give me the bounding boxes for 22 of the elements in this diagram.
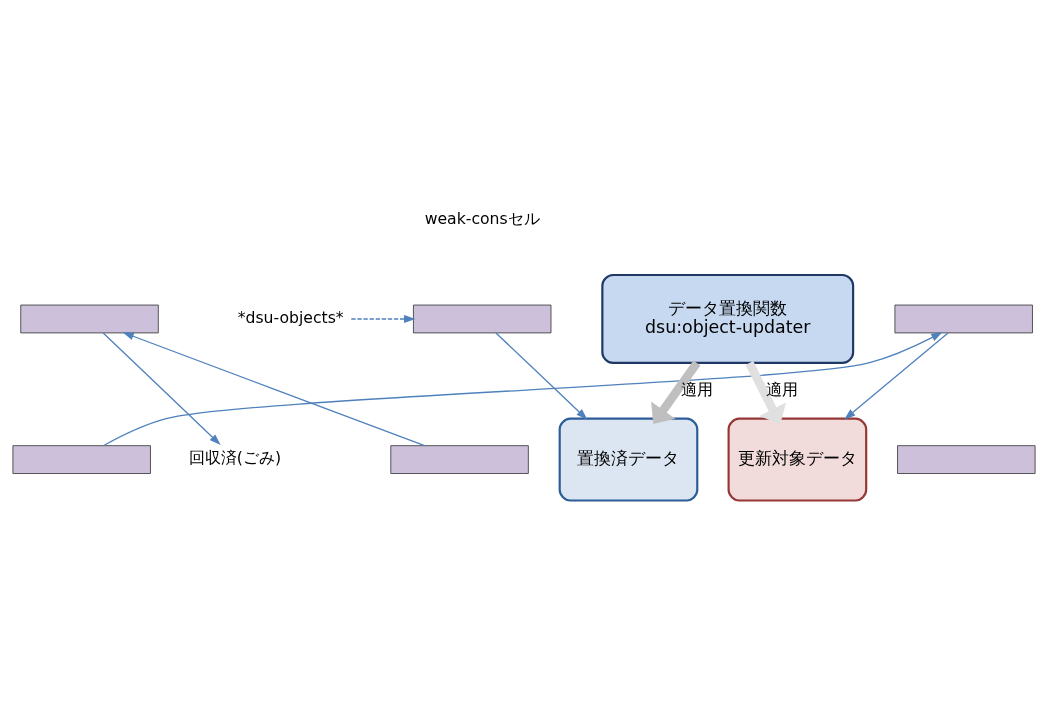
node-box [20, 304, 159, 333]
node-box: 更新対象データ [727, 417, 868, 502]
arrow [844, 331, 949, 420]
edge-label: 適用 [766, 379, 799, 399]
arrow [350, 314, 416, 323]
node-box: データ置換関数 dsu:object-updater [601, 273, 855, 364]
arrow [495, 331, 588, 420]
node-text: *dsu-objects* [237, 307, 344, 327]
node-box [390, 444, 529, 474]
arrow [103, 331, 943, 446]
label: weak-consセル [424, 208, 540, 228]
arrow [745, 360, 786, 425]
node-box [894, 304, 1033, 333]
node-text: 回収済(ごみ) [188, 447, 282, 467]
node-box [12, 444, 151, 474]
node-box: 置換済データ [558, 417, 699, 502]
node-box [413, 304, 552, 333]
arrow [102, 331, 221, 445]
arrow [651, 360, 701, 424]
edge-label: 適用 [680, 379, 713, 399]
node-box [897, 444, 1036, 474]
arrow [122, 331, 426, 446]
